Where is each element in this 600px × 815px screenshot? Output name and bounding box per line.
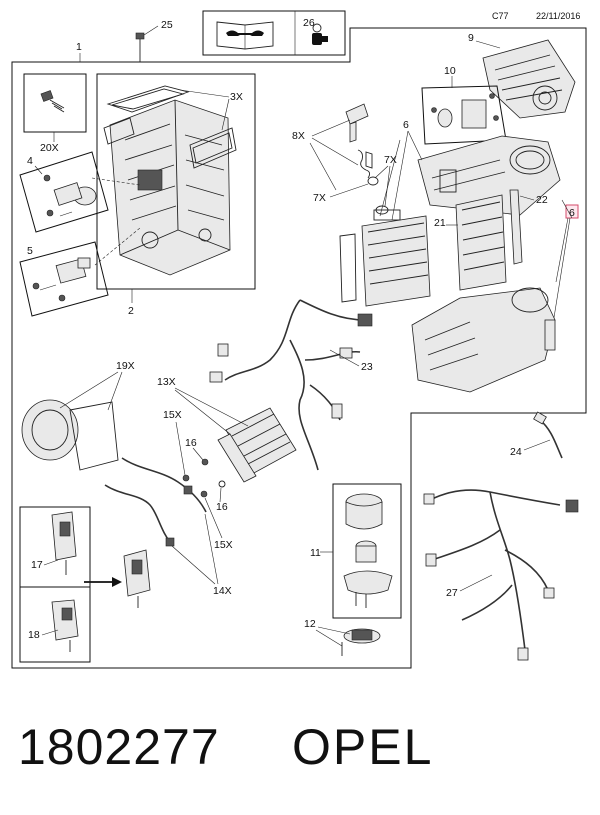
clips-7x [367, 176, 389, 215]
callout-6-b: 6 [569, 207, 575, 219]
callout-4: 4 [27, 155, 33, 167]
filter-21 [455, 194, 507, 291]
box-11 [332, 483, 402, 619]
box-2 [96, 73, 256, 290]
callout-16-a: 16 [185, 437, 197, 449]
hvac-module-housing [109, 99, 231, 276]
callout-18: 18 [28, 629, 40, 641]
actuator-10 [431, 93, 499, 129]
page-date: 22/11/2016 [536, 11, 580, 21]
drain-hose-24 [533, 411, 563, 459]
callout-19x: 19X [116, 360, 135, 372]
callout-2: 2 [128, 305, 134, 317]
callout-12: 12 [304, 618, 316, 630]
callout-16-b: 16 [216, 501, 228, 513]
upper-housing-6 [417, 135, 561, 216]
lever-8x [345, 103, 373, 179]
brand-name: OPEL [292, 719, 434, 775]
callout-24: 24 [510, 446, 522, 458]
callout-27: 27 [446, 587, 458, 599]
callout-23: 23 [361, 361, 373, 373]
box-5 [19, 241, 109, 317]
harness-23 [209, 299, 373, 471]
callout-5: 5 [27, 245, 33, 257]
callout-15x-b: 15X [214, 539, 233, 551]
callout-21: 21 [434, 217, 446, 229]
blower-housing-9 [482, 39, 576, 119]
actuator-4 [43, 174, 97, 217]
screw-25 [135, 25, 159, 62]
callout-3x: 3X [230, 91, 243, 103]
callout-22: 22 [536, 194, 548, 206]
box-18 [19, 586, 91, 663]
callout-6-a: 6 [403, 119, 409, 131]
actuator-18 [51, 599, 79, 652]
callout-25: 25 [161, 19, 173, 31]
actuator-5 [32, 257, 91, 302]
seal-22 [509, 189, 523, 265]
arrow-icon [84, 577, 122, 587]
callout-15x-a: 15X [163, 409, 182, 421]
resistor-12 [341, 628, 381, 656]
callout-10: 10 [444, 65, 456, 77]
seal-frames-3x [103, 85, 237, 169]
callout-20x: 20X [40, 142, 59, 154]
harness-27 [423, 489, 579, 661]
header-icon-box [202, 10, 346, 56]
footer: 1802277 OPEL [0, 712, 600, 792]
callout-17: 17 [31, 559, 43, 571]
callout-8x: 8X [292, 130, 305, 142]
box-4 [19, 151, 109, 233]
evaporator-core [339, 209, 431, 307]
actuator-17 [51, 511, 77, 575]
heater-core-13x [217, 407, 297, 483]
box-20x [23, 73, 87, 133]
bulb-icon [312, 23, 328, 45]
callout-13x: 13X [157, 376, 176, 388]
callout-7x-a: 7X [384, 154, 397, 166]
callout-14x: 14X [213, 585, 232, 597]
clips-15x-16 [182, 458, 226, 498]
part-number: 1802277 [18, 719, 220, 775]
book-wrench-icon [216, 21, 274, 50]
callout-11: 11 [310, 547, 321, 559]
page-code: C77 [492, 11, 509, 21]
callout-7x-b: 7X [313, 192, 326, 204]
callout-1: 1 [76, 41, 82, 53]
callout-26: 26 [303, 17, 315, 29]
gasket-19x [21, 399, 119, 471]
heater-pipes [104, 457, 207, 547]
callout-9: 9 [468, 32, 474, 44]
main-frame [11, 27, 587, 669]
bolt-20x [40, 90, 65, 113]
hvac-exploded-diagram: 26 C77 22/11/2016 25 1 20X 4 5 [11, 10, 587, 669]
actuator-installed [123, 549, 151, 608]
blower-motor-11 [343, 493, 393, 608]
lower-housing [411, 287, 556, 393]
